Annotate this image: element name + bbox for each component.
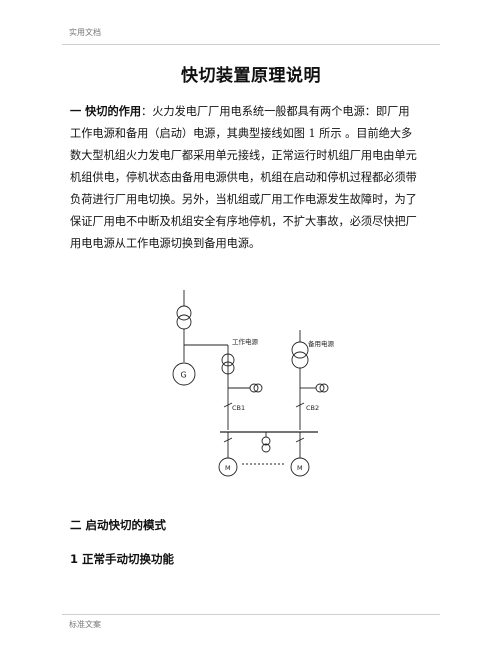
intro-line-5: 负荷进行厂用电切换。另外，当机组或厂用工作电源发生故障时，为了: [70, 193, 417, 206]
intro-heading: 一 快切的作用: [70, 105, 142, 118]
work-source-label: 工作电源: [232, 337, 259, 346]
ct-right-coil-2: [319, 383, 329, 393]
wiring-diagram: 工作电源 备用电源 G CB1 CB2 M M: [172, 290, 335, 477]
section-heading-manual-switch: 1 正常手动切换功能: [70, 552, 175, 566]
ct-left-coil-2: [253, 383, 263, 393]
main-transformer-upper-winding: [176, 305, 192, 321]
page-title: 快切装置原理说明: [181, 66, 321, 86]
motor-left-breaker-mark: [223, 437, 233, 443]
work-transformer-lower: [221, 361, 235, 375]
intro-line-2: 工作电源和备用（启动）电源，其典型接线如图 1 所示 。目前绝大多: [70, 127, 413, 140]
ct-right-coil-1: [315, 383, 325, 393]
page-header: 实用文档: [69, 28, 101, 37]
intro-line-3: 数大型机组火力发电厂都采用单元接线，正常运行时机组厂用电由单元: [70, 149, 417, 162]
main-transformer-lower-winding: [176, 314, 192, 330]
motor-right-breaker-mark: [295, 437, 305, 443]
page-footer: 标准文案: [69, 620, 101, 629]
motor-right-symbol: [290, 457, 310, 477]
cb2-breaker-mark: [295, 402, 305, 408]
work-transformer-upper: [221, 353, 235, 367]
intro-line-1: 一 快切的作用：火力发电厂厂用电系统一般都具有两个电源：即厂用: [70, 105, 410, 118]
motor-right-label: M: [297, 464, 303, 472]
standby-transformer-lower: [291, 351, 309, 369]
generator-label: G: [181, 371, 187, 380]
section-heading-startup-mode: 二 启动快切的模式: [70, 518, 167, 532]
intro-line-6: 保证厂用电不中断及机组安全有序地停机，不扩大事故，必须尽快把厂: [70, 215, 417, 228]
pt-coil-1: [261, 436, 271, 446]
intro-line-4: 机组供电，停机状态由备用电源供电，机组在启动和停机过程都必须带: [70, 171, 417, 184]
motor-left-label: M: [225, 464, 231, 472]
cb1-label: CB1: [232, 404, 245, 412]
generator-symbol: [172, 362, 196, 386]
motor-left-symbol: [218, 457, 238, 477]
standby-transformer-upper: [291, 341, 309, 359]
pt-coil-2: [261, 443, 271, 453]
standby-source-label: 备用电源: [308, 339, 335, 348]
cb2-label: CB2: [306, 404, 319, 412]
intro-paragraph: 一 快切的作用：火力发电厂厂用电系统一般都具有两个电源：即厂用 工作电源和备用（…: [70, 101, 438, 255]
header-divider: [62, 44, 440, 45]
ct-left-coil-1: [249, 383, 259, 393]
intro-line-7: 用电电源从工作电源切换到备用电源。: [70, 237, 261, 250]
footer-divider: [62, 614, 440, 615]
